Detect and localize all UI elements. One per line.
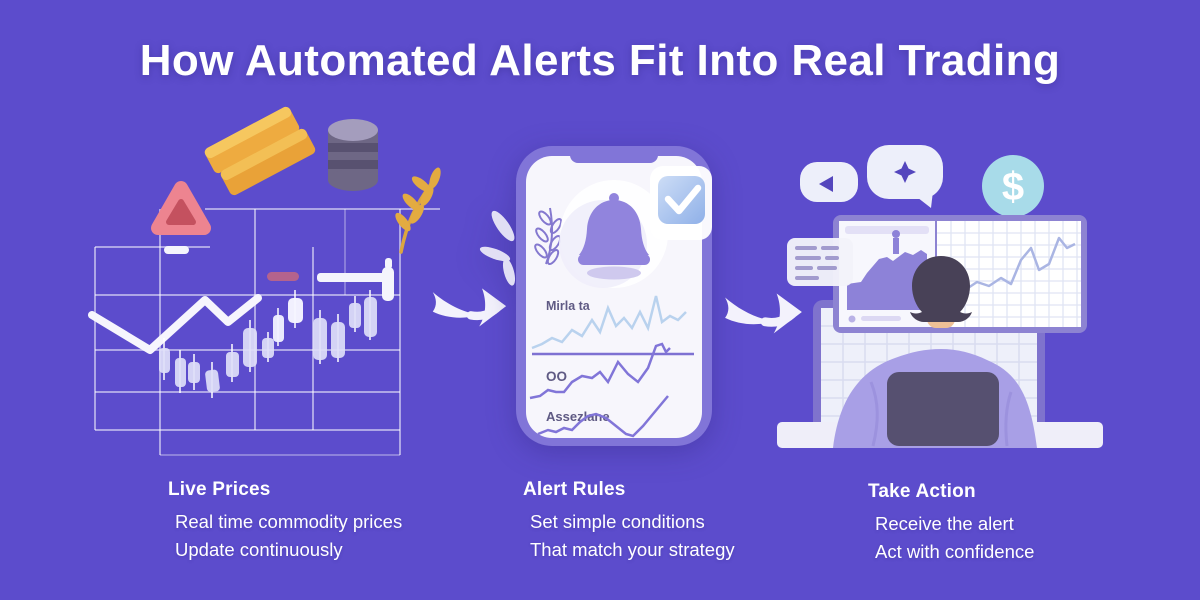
caption-heading: Alert Rules — [523, 479, 626, 500]
caption-line: Set simple conditions — [530, 511, 705, 532]
screen-label-3: Assezlane — [546, 409, 610, 424]
caption-line: Real time commodity prices — [175, 511, 403, 532]
caption-alert-rules: Alert Rules Set simple conditions That m… — [523, 479, 735, 564]
caption-heading: Live Prices — [168, 479, 271, 500]
arrow-right-icon — [432, 288, 507, 327]
database-icon — [328, 119, 378, 191]
notch — [570, 146, 658, 163]
petal-accents — [479, 210, 516, 286]
alert-triangle-icon — [151, 181, 211, 235]
candlesticks — [159, 290, 377, 398]
dollar-coin-icon: $ — [982, 155, 1044, 217]
arrow-right-icon — [725, 293, 802, 334]
check-badge-icon — [650, 166, 712, 240]
caption-heading: Take Action — [868, 481, 976, 502]
speech-bubble-cursor-icon — [800, 162, 858, 202]
candlestick-chart — [88, 106, 441, 456]
dollar-symbol: $ — [1002, 165, 1024, 209]
caption-take-action: Take Action Receive the alert Act with c… — [868, 481, 1034, 566]
speech-bubble-sparkle-icon — [867, 145, 943, 208]
live-prices-illustration — [85, 106, 445, 460]
caption-line: Update continuously — [175, 539, 343, 560]
pink-price-bar — [267, 272, 299, 281]
alert-rules-illustration: Mirla ta OO Assezlane — [475, 130, 718, 450]
chart-grid — [94, 208, 440, 456]
area-chart-panel — [845, 226, 929, 323]
hair — [910, 256, 972, 322]
caption-line: That match your strategy — [530, 539, 735, 560]
mini-chart-purple-2 — [537, 395, 669, 438]
chair-back — [887, 372, 999, 446]
mini-chart-purple-1 — [529, 342, 671, 400]
price-tag-pill — [164, 246, 189, 254]
bell-icon — [559, 180, 668, 288]
leaf-doodle-icon — [534, 207, 563, 266]
trend-line — [88, 294, 262, 354]
price-slider — [317, 258, 394, 301]
caption-line: Act with confidence — [875, 541, 1035, 562]
screen-label-1: Mirla ta — [546, 299, 591, 313]
connector-arrow-1 — [430, 273, 508, 341]
take-action-illustration: $ — [775, 130, 1105, 450]
info-card — [787, 238, 853, 286]
connector-arrow-2 — [722, 278, 804, 348]
page-title: How Automated Alerts Fit Into Real Tradi… — [139, 36, 1061, 85]
caption-line: Receive the alert — [875, 513, 1014, 534]
trader-at-desk — [833, 256, 1037, 448]
gold-bars-icon — [204, 106, 316, 196]
screen-label-2: OO — [546, 369, 567, 384]
mini-chart-blue — [531, 295, 687, 350]
caption-live-prices: Live Prices Real time commodity prices U… — [168, 479, 402, 564]
wheat-sprig-icon — [395, 167, 441, 254]
